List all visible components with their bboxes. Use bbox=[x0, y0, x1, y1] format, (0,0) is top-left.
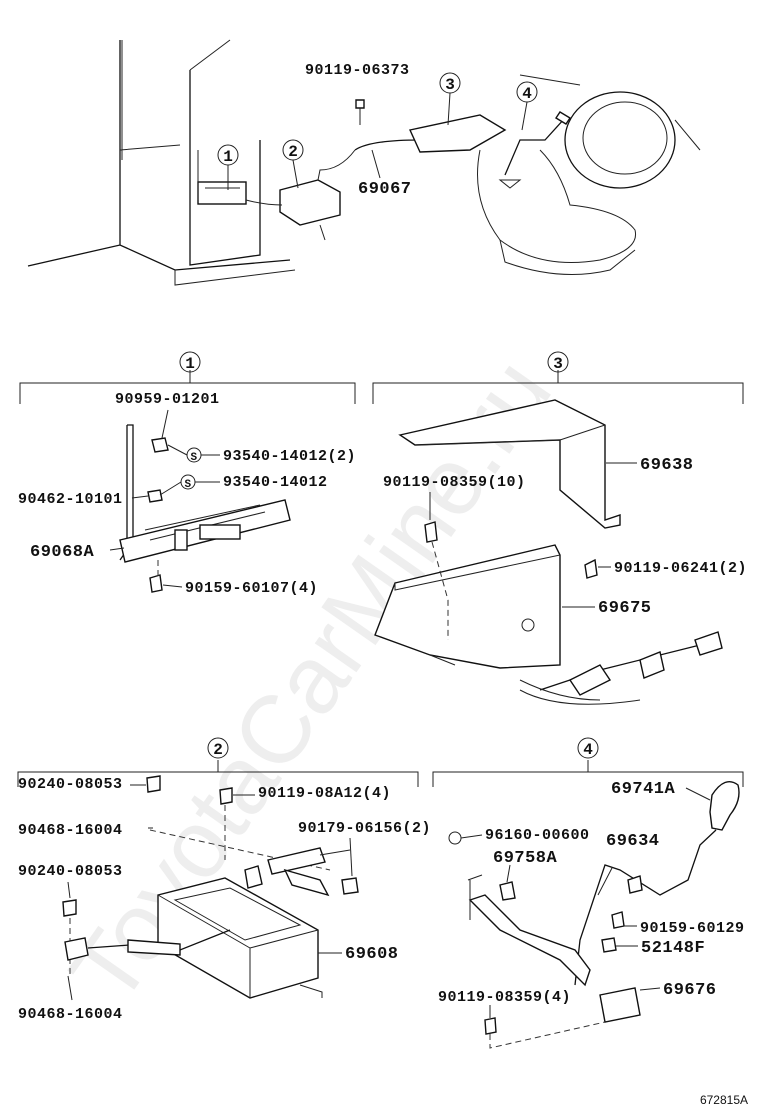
part-69676 bbox=[599, 987, 641, 1023]
callout-1-label: 1 bbox=[223, 148, 233, 166]
overview-part-1 bbox=[197, 181, 247, 205]
section-4: 4 69741A 96160-00600 69634 69758A 90159-… bbox=[432, 737, 745, 1049]
label-90119-08359-4: 90119-08359(4) bbox=[438, 989, 571, 1006]
label-90959-01201: 90959-01201 bbox=[115, 391, 220, 408]
label-90240-08053-top: 90240-08053 bbox=[18, 776, 123, 793]
section-2: 2 90240-08053 90119-08A12(4) 90468-16004… bbox=[17, 737, 431, 1023]
section-4-callout bbox=[577, 737, 599, 759]
section-3: 3 69638 90119-08359(10) 90119-06241(2) 6… bbox=[372, 351, 747, 705]
label-90468-16004-bottom: 90468-16004 bbox=[18, 1006, 123, 1023]
reference-code: 672815A bbox=[700, 1093, 748, 1107]
label-96160-00600: 96160-00600 bbox=[485, 827, 590, 844]
callout-3-label: 3 bbox=[445, 76, 455, 94]
section-2-id: 2 bbox=[213, 741, 223, 759]
label-69675: 69675 bbox=[598, 599, 652, 618]
label-93540-14012-2: 93540-14012(2) bbox=[223, 448, 356, 465]
section-2-callout bbox=[207, 737, 229, 759]
label-90119-06373: 90119-06373 bbox=[305, 62, 410, 79]
callout-2-label: 2 bbox=[288, 143, 298, 161]
callout-4-label: 4 bbox=[522, 85, 532, 103]
label-69067: 69067 bbox=[358, 180, 412, 199]
s-mark-2: S bbox=[184, 479, 191, 491]
label-90119-08A12-4: 90119-08A12(4) bbox=[258, 785, 391, 802]
label-90159-60129: 90159-60129 bbox=[640, 920, 745, 937]
section-3-callout bbox=[547, 351, 569, 373]
part-69634 bbox=[574, 829, 717, 986]
label-69676: 69676 bbox=[663, 981, 717, 1000]
label-52148F: 52148F bbox=[641, 939, 705, 958]
part-69741A bbox=[709, 781, 740, 831]
label-90462-10101: 90462-10101 bbox=[18, 491, 123, 508]
label-69638: 69638 bbox=[640, 456, 694, 475]
overview-illustration bbox=[27, 39, 701, 286]
label-90119-08359-10: 90119-08359(10) bbox=[383, 474, 526, 491]
label-90468-16004-top: 90468-16004 bbox=[18, 822, 123, 839]
section-3-id: 3 bbox=[553, 355, 563, 373]
label-90119-06241-2: 90119-06241(2) bbox=[614, 560, 747, 577]
label-93540-14012: 93540-14012 bbox=[223, 474, 328, 491]
label-90179-06156-2: 90179-06156(2) bbox=[298, 820, 431, 837]
overview-part-2 bbox=[279, 179, 341, 226]
steering-wheel bbox=[564, 91, 676, 189]
section-4-id: 4 bbox=[583, 741, 593, 759]
label-69758A: 69758A bbox=[493, 849, 558, 868]
label-69741A: 69741A bbox=[611, 780, 676, 799]
label-90159-60107-4: 90159-60107(4) bbox=[185, 580, 318, 597]
part-69675 bbox=[374, 544, 561, 669]
overview-part-4 bbox=[504, 117, 566, 176]
section-1-id: 1 bbox=[185, 355, 195, 373]
label-69068A: 69068A bbox=[30, 543, 95, 562]
overview-labels: 1 2 3 4 90119-06373 69067 bbox=[217, 62, 538, 199]
part-69608 bbox=[157, 877, 319, 999]
label-69634: 69634 bbox=[606, 832, 660, 851]
label-90240-08053-mid: 90240-08053 bbox=[18, 863, 123, 880]
section-1-callout bbox=[179, 351, 201, 373]
section-1: 1 S S 90959-01201 93540-14012(2) 93540-1… bbox=[18, 351, 356, 597]
overview-part-3 bbox=[409, 114, 507, 153]
label-69608: 69608 bbox=[345, 945, 399, 964]
s-mark-1: S bbox=[190, 452, 197, 464]
